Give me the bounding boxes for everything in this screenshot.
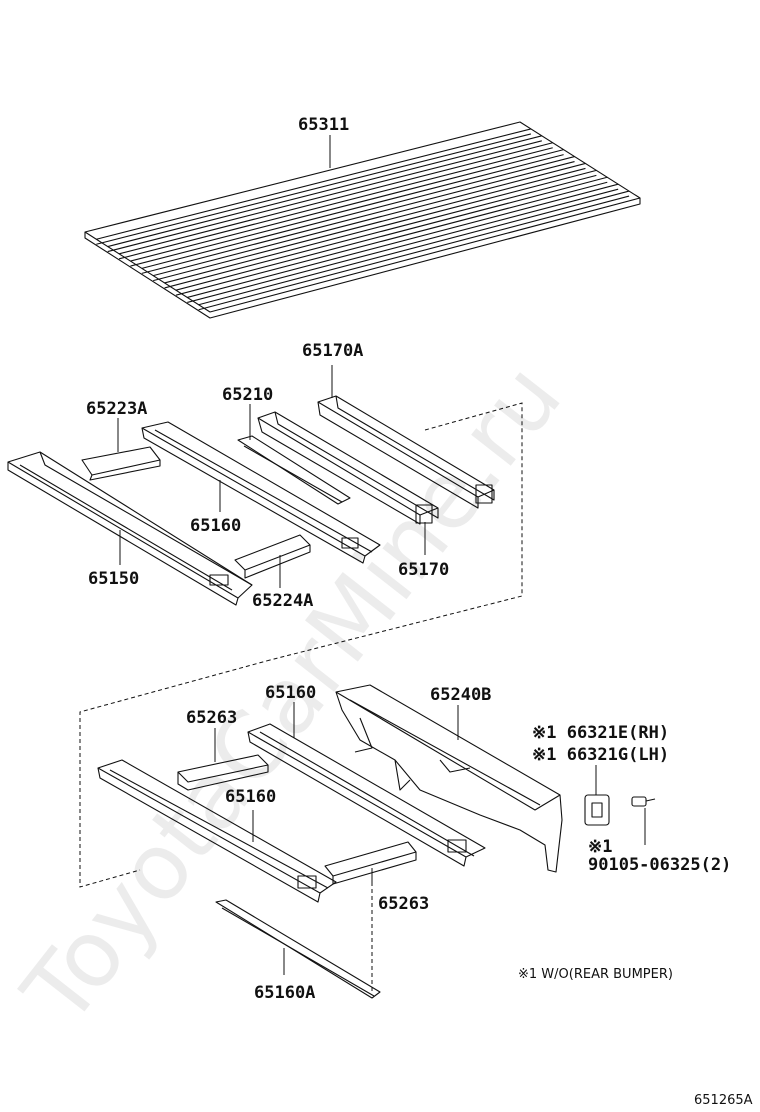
figure-code: 651265A [694,1093,753,1108]
member-65160-mid [247,723,486,867]
label-65170A: 65170A [302,341,363,361]
footnote: ※1 W/O(REAR BUMPER) [518,967,673,982]
label-65170: 65170 [398,560,449,580]
floor-ribs [96,128,630,311]
floor-rib-line [198,190,630,306]
label-90105-mark: ※1 [588,837,612,857]
member-65150 [7,451,253,606]
label-65160A: 65160A [254,983,315,1003]
bumper-pad-66321 [584,794,610,826]
member-65160-upper [141,421,381,564]
floor-rib-line [107,140,542,253]
floor-rib-line [130,149,564,262]
floor-rib-line [153,167,586,282]
label-65263-right: 65263 [378,894,429,914]
member-65170A [317,395,495,509]
floor-rib-line [164,169,597,284]
member-65170 [257,411,439,525]
label-65210: 65210 [222,385,273,405]
label-65160-upper: 65160 [190,516,241,536]
label-65150: 65150 [88,569,139,589]
group-dash-upper [269,402,523,661]
label-65311: 65311 [298,115,349,135]
floor-panel-65311 [84,121,641,319]
floor-rib-line [141,161,575,274]
strip-65210 [237,435,351,505]
bolt-90105 [631,796,656,807]
floor-rib-line [118,147,553,260]
floor-rib-line [96,133,532,245]
bracket-65263-right [324,841,417,885]
floor-rib-line [175,176,608,291]
label-65223A: 65223A [86,399,147,419]
label-65160-lower: 65160 [225,787,276,807]
member-65160A [215,899,381,999]
bracket-65263-left [177,754,269,791]
floor-rib-line [187,188,619,303]
floor-rib-line [141,156,575,269]
label-65240B: 65240B [430,685,491,705]
floor-rib-line [153,162,586,277]
bracket-65223A [81,446,161,481]
member-65160-lower [97,759,337,903]
floor-rib-line [130,154,564,267]
floor-rib-line [175,181,608,296]
floor-rib-line [164,174,597,289]
label-65160-mid: 65160 [265,683,316,703]
floor-rib-line [198,195,630,311]
label-65263-left: 65263 [186,708,237,728]
floor-rib-line [96,128,532,240]
label-66321G: ※1 66321G(LH) [532,745,669,765]
floor-rib-line [107,135,542,248]
bracket-65224A [234,534,311,579]
label-65224A: 65224A [252,591,313,611]
group-dash-lower [79,659,271,888]
label-66321E: ※1 66321E(RH) [532,723,669,743]
label-90105: 90105-06325(2) [588,855,731,875]
floor-rib-line [187,183,619,298]
rear-sill-65240B [335,684,563,873]
floor-rib-line [118,142,553,255]
